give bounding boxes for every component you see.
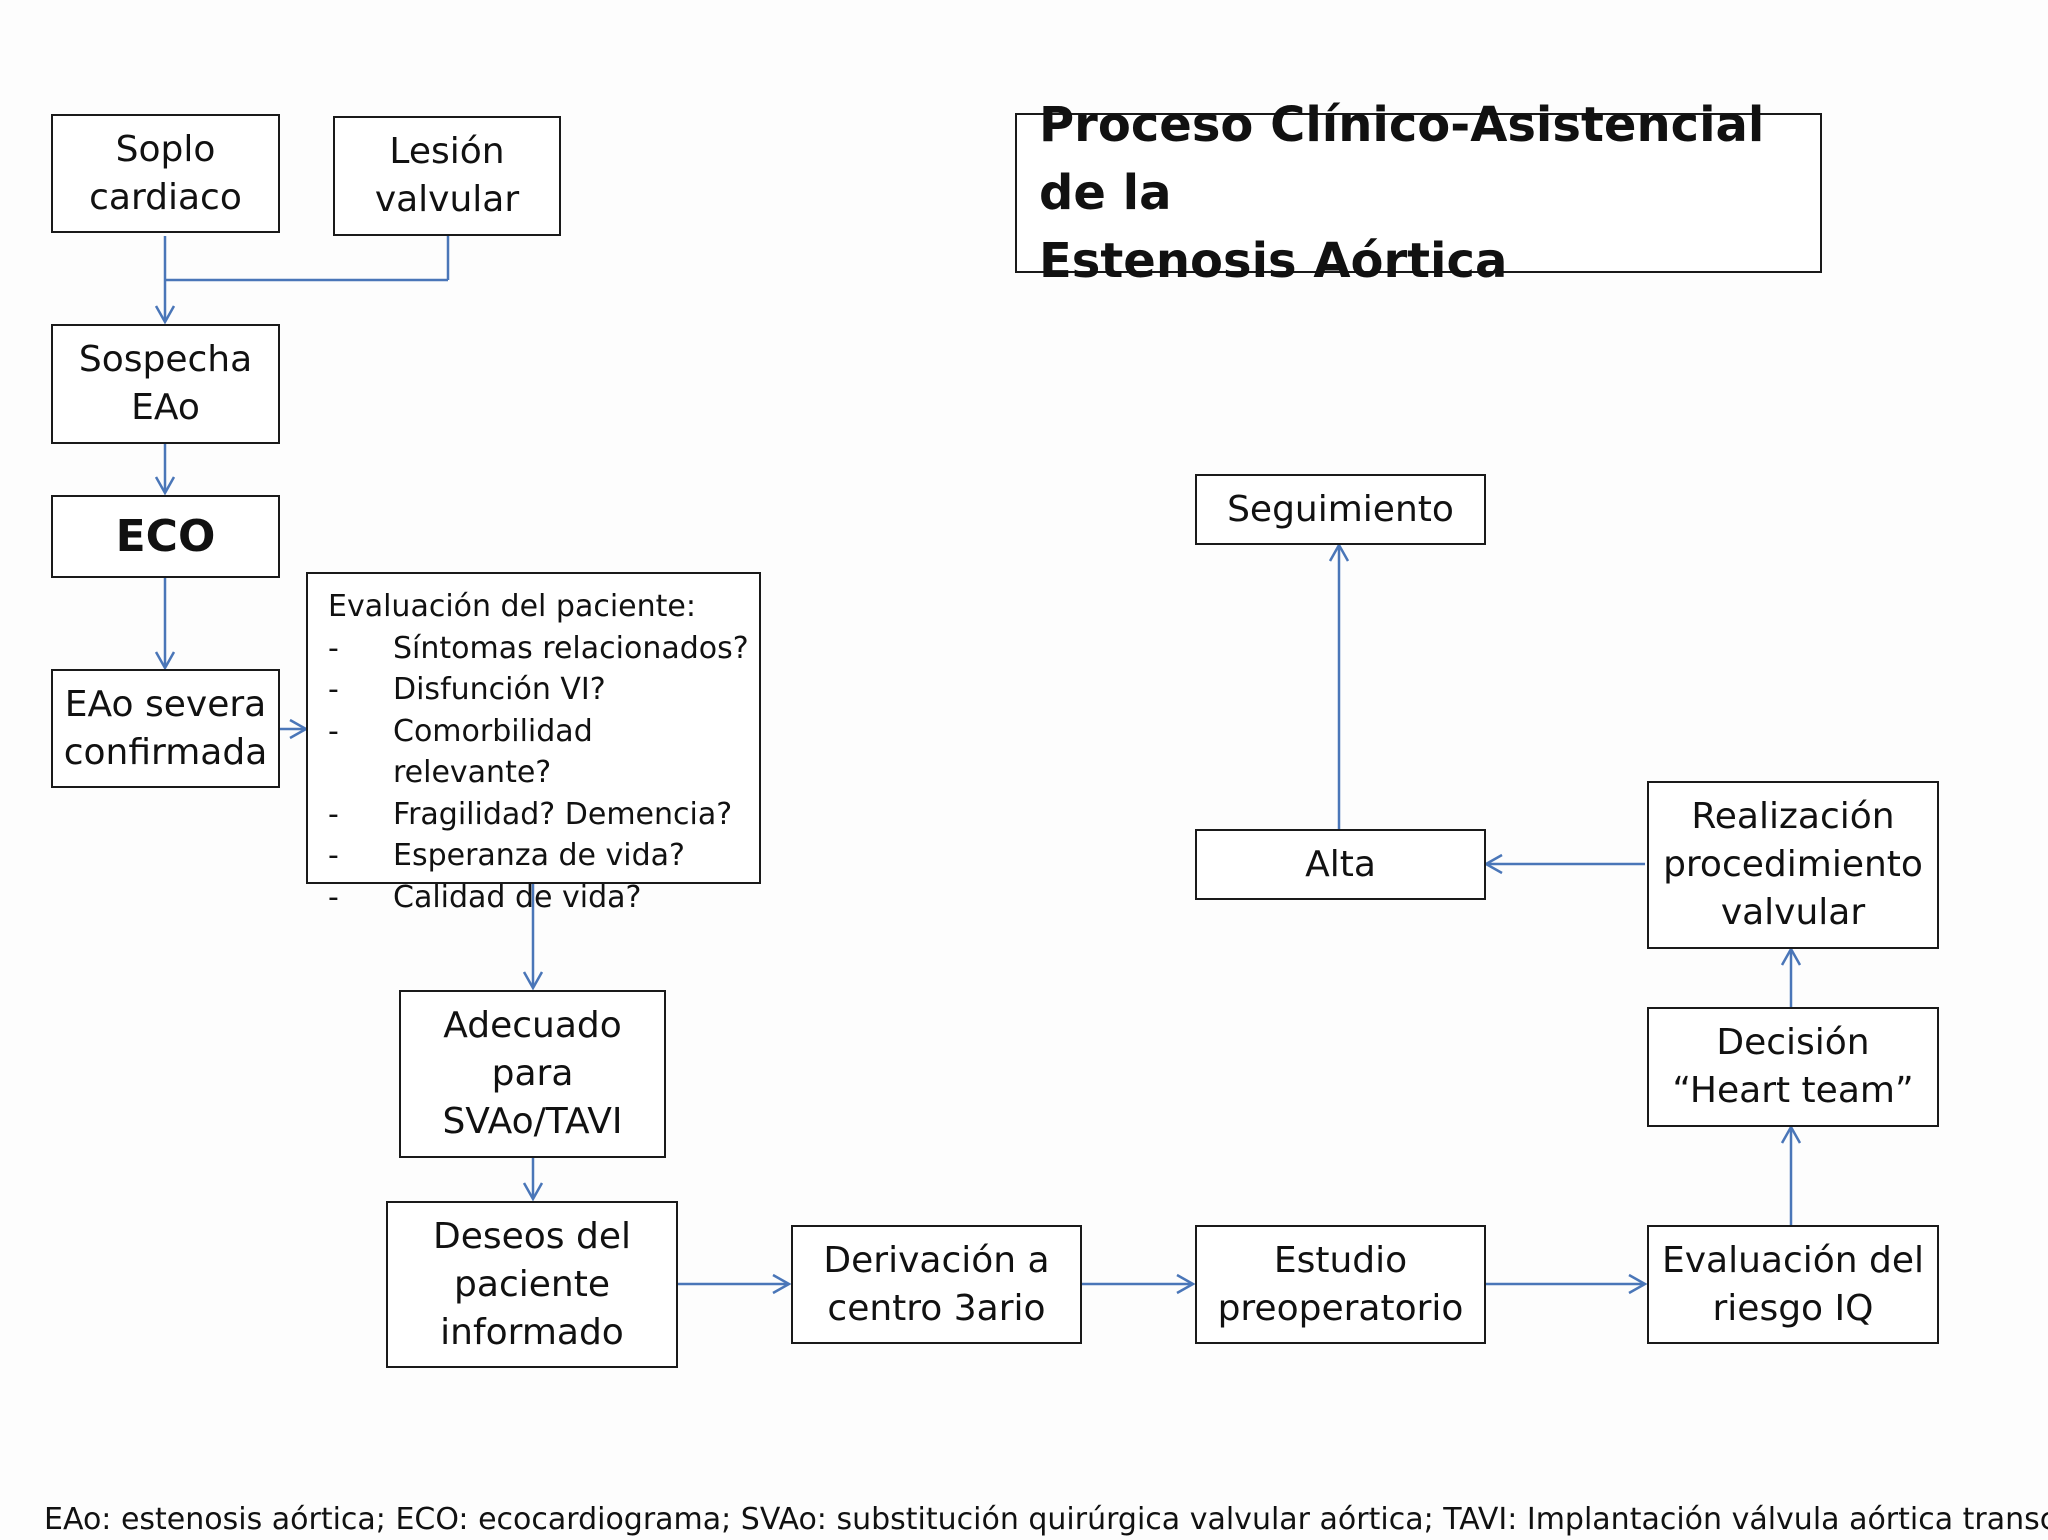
evaluacion-item-text: Disfunción VI?: [393, 672, 606, 707]
node-deseos-paciente: Deseos del paciente informado: [386, 1201, 678, 1368]
connector-soplo-lesion-to-sospecha: [165, 236, 450, 322]
node-label: ECO: [115, 510, 216, 562]
node-eco: ECO: [51, 495, 280, 578]
evaluacion-item: -Calidad de vida?: [328, 877, 641, 919]
node-sospecha-eao: Sospecha EAo: [51, 324, 280, 444]
node-label: “Heart team”: [1672, 1070, 1914, 1111]
node-seguimiento: Seguimiento: [1195, 474, 1486, 545]
evaluacion-item: -Síntomas relacionados?: [328, 628, 749, 670]
evaluacion-item: -Fragilidad? Demencia?: [328, 794, 732, 836]
node-label: Sospecha: [78, 339, 253, 380]
node-alta: Alta: [1195, 829, 1486, 900]
node-label: procedimiento: [1663, 844, 1923, 885]
evaluacion-item-text: Esperanza de vida?: [393, 838, 685, 873]
node-label: Lesión: [389, 131, 505, 172]
evaluacion-item-text: Comorbilidad relevante?: [393, 713, 593, 791]
node-label: valvular: [1720, 892, 1866, 933]
node-estudio-preoperatorio: Estudio preoperatorio: [1195, 1225, 1486, 1344]
node-label: Seguimiento: [1227, 488, 1454, 530]
node-label: confirmada: [63, 731, 268, 773]
node-realizacion-procedimiento: Realización procedimiento valvular: [1647, 781, 1939, 949]
node-evaluacion-riesgo-iq: Evaluación del riesgo IQ: [1647, 1225, 1939, 1344]
node-label: riesgo IQ: [1712, 1287, 1874, 1329]
node-derivacion-centro: Derivación a centro 3ario: [791, 1225, 1082, 1344]
node-label: valvular: [374, 179, 520, 220]
node-label: Soplo: [115, 128, 216, 170]
node-evaluacion-paciente: Evaluación del paciente: -Síntomas relac…: [306, 572, 761, 915]
title-line: Estenosis Aórtica: [1039, 233, 1508, 289]
node-label: Evaluación del: [1661, 1239, 1925, 1281]
evaluacion-item-text: Síntomas relacionados?: [393, 630, 749, 666]
node-label: informado: [440, 1311, 624, 1353]
node-label: Estudio: [1273, 1239, 1408, 1281]
diagram-title: Proceso Clínico-Asistencial de la Esteno…: [1015, 97, 1822, 289]
node-soplo-cardiaco: Soplo cardiaco: [51, 114, 280, 233]
node-lesion-valvular: Lesión valvular: [333, 116, 561, 236]
node-label: paciente: [454, 1263, 610, 1305]
node-label: EAo: [131, 387, 200, 428]
node-label: Alta: [1305, 843, 1376, 885]
node-label: Realización: [1691, 796, 1895, 837]
evaluacion-item-text: Fragilidad? Demencia?: [393, 796, 733, 832]
title-line: Proceso Clínico-Asistencial de la: [1039, 97, 1765, 221]
node-decision-heart-team: Decisión “Heart team”: [1647, 1007, 1939, 1127]
node-label: preoperatorio: [1217, 1287, 1464, 1329]
node-label: Derivación a: [823, 1239, 1050, 1281]
node-label: Deseos del: [433, 1215, 631, 1257]
node-label: Decisión: [1716, 1022, 1870, 1063]
node-adecuado-svao-tavi: Adecuado para SVAo/TAVI: [399, 990, 666, 1158]
evaluacion-item: -Disfunción VI?: [328, 669, 606, 711]
node-label: centro 3ario: [827, 1287, 1046, 1329]
evaluacion-item: -Comorbilidad relevante?: [328, 711, 759, 794]
evaluacion-item-text: Calidad de vida?: [393, 879, 642, 915]
node-label: para: [491, 1053, 574, 1094]
node-label: Adecuado: [443, 1005, 622, 1046]
evaluacion-heading: Evaluación del paciente:: [328, 589, 696, 624]
node-label: SVAo/TAVI: [442, 1101, 623, 1142]
evaluacion-item: -Esperanza de vida?: [328, 835, 685, 877]
node-label: EAo severa: [64, 683, 267, 725]
node-eao-severa-confirmada: EAo severa confirmada: [51, 669, 280, 788]
node-label: cardiaco: [89, 176, 242, 218]
footnote-abbreviations: EAo: estenosis aórtica; ECO: ecocardiogr…: [44, 1502, 2048, 1537]
